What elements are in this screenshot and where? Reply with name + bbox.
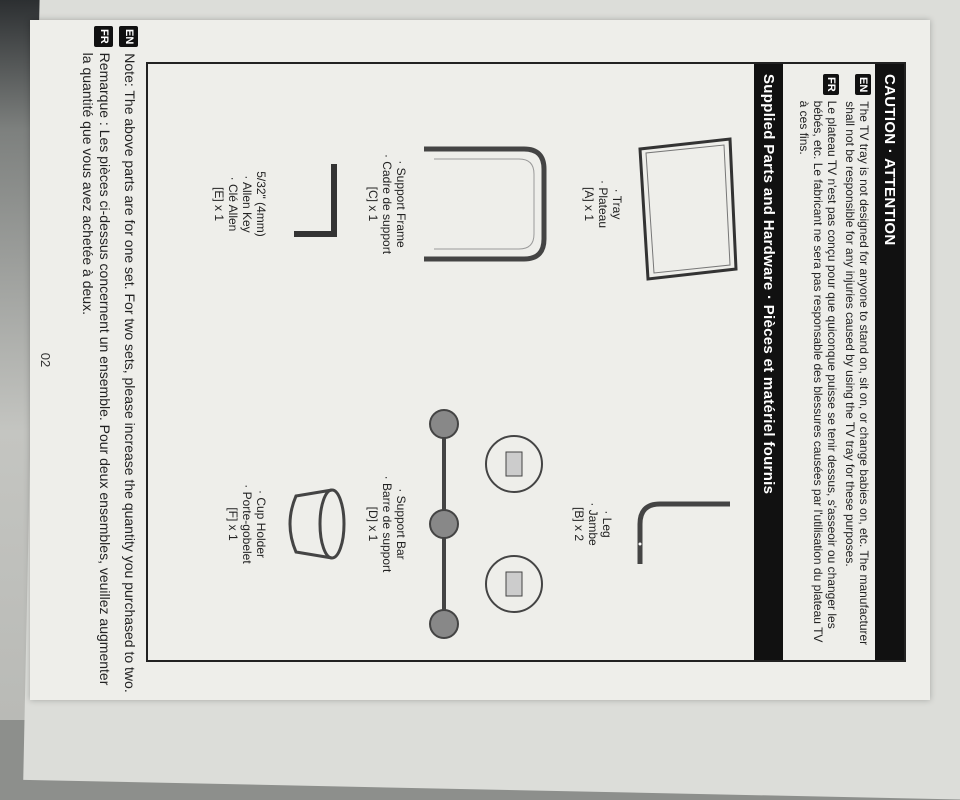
part-support-bar-fr: · Barre de support bbox=[380, 475, 394, 573]
tray-icon bbox=[638, 137, 738, 281]
part-leg: · Leg · Jambe [B] x 2 bbox=[572, 424, 740, 624]
cup-holder-icon bbox=[288, 488, 346, 560]
part-support-frame-fr: · Cadre de support bbox=[380, 153, 394, 255]
manual-page: CAUTION · ATTENTION EN The TV tray is no… bbox=[30, 20, 930, 700]
note-en: EN Note: The above parts are for one set… bbox=[119, 20, 138, 700]
page-number: 02 bbox=[38, 352, 53, 368]
part-cup-holder: · Cup Holder · Porte-gobelet [F] x 1 bbox=[226, 424, 354, 624]
part-tray-fr: · Plateau bbox=[596, 179, 610, 229]
part-support-bar-en: · Support Bar bbox=[394, 488, 408, 560]
note-fr-tag: FR bbox=[94, 26, 113, 47]
part-tray-qty: [A] x 1 bbox=[582, 186, 596, 221]
note-fr-text: Remarque : Les pièces ci-dessus concerne… bbox=[80, 52, 113, 686]
part-cup-holder-fr: · Porte-gobelet bbox=[240, 484, 254, 564]
part-cup-holder-qty: [F] x 1 bbox=[226, 507, 240, 541]
part-allen-key-en: · Allen Key bbox=[240, 175, 254, 233]
note-fr: FR Remarque : Les pièces ci-dessus conce… bbox=[79, 20, 113, 700]
fr-tag: FR bbox=[823, 74, 839, 95]
part-leg-qty: [B] x 2 bbox=[572, 506, 586, 541]
support-bar-icon bbox=[429, 409, 543, 639]
caution-fr-text: Le plateau TV n'est pas conçu pour que q… bbox=[797, 100, 839, 643]
part-support-frame-en: · Support Frame bbox=[394, 160, 408, 248]
caution-fr: FR Le plateau TV n'est pas conçu pour qu… bbox=[797, 64, 843, 660]
part-leg-en: · Leg bbox=[600, 510, 614, 538]
part-allen-key-size: 5/32" (4mm) bbox=[254, 171, 268, 237]
note-en-text: Note: The above parts are for one set. F… bbox=[122, 53, 138, 693]
manual-frame: CAUTION · ATTENTION EN The TV tray is no… bbox=[146, 62, 906, 662]
part-support-bar-qty: [D] x 1 bbox=[366, 506, 380, 542]
note-en-tag: EN bbox=[119, 26, 138, 48]
part-leg-fr: · Jambe bbox=[586, 502, 600, 546]
part-allen-key-fr: · Clé Allen bbox=[226, 176, 240, 232]
support-frame-icon bbox=[424, 146, 547, 262]
part-support-bar: · Support Bar · Barre de support [D] x 1 bbox=[366, 394, 554, 654]
caution-en: EN The TV tray is not designed for anyon… bbox=[843, 64, 875, 660]
parts-grid: · Tray · Plateau [A] x 1 · Leg · Jambe [… bbox=[194, 64, 754, 660]
part-support-frame-qty: [C] x 1 bbox=[366, 186, 380, 222]
part-support-frame: · Support Frame · Cadre de support [C] x… bbox=[366, 104, 554, 304]
parts-title: Supplied Parts and Hardware · Pièces et … bbox=[754, 64, 783, 660]
notes-block: EN Note: The above parts are for one set… bbox=[79, 20, 138, 700]
part-allen-key: 5/32" (4mm) · Allen Key · Clé Allen [E] … bbox=[212, 104, 354, 304]
part-tray-en: · Tray bbox=[610, 188, 624, 220]
allen-key-icon bbox=[294, 164, 337, 237]
part-cup-holder-en: · Cup Holder bbox=[254, 489, 268, 559]
part-allen-key-qty: [E] x 1 bbox=[212, 186, 226, 221]
part-tray: · Tray · Plateau [A] x 1 bbox=[582, 104, 740, 304]
caution-title: CAUTION · ATTENTION bbox=[875, 64, 904, 660]
en-tag: EN bbox=[855, 74, 871, 96]
caution-en-text: The TV tray is not designed for anyone t… bbox=[843, 101, 871, 646]
leg-icon bbox=[637, 501, 730, 564]
